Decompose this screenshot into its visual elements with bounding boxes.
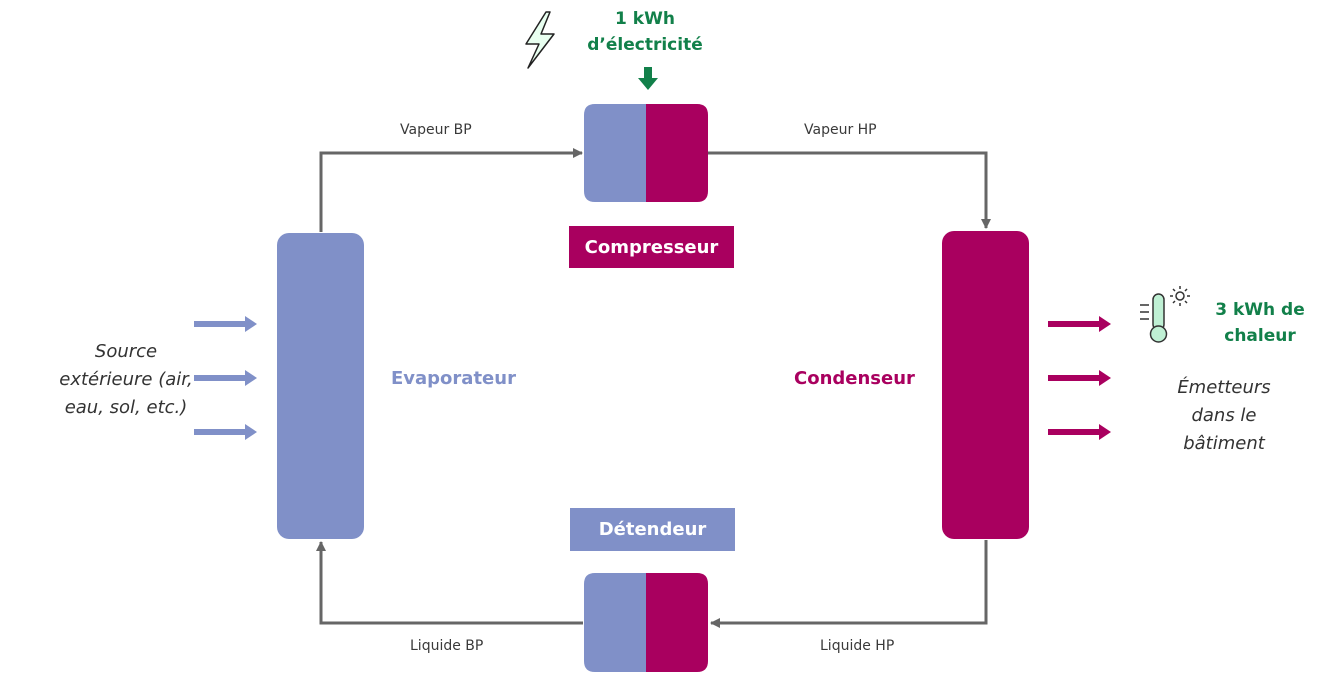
expansion-valve-block <box>584 573 708 672</box>
flow-label-liquid-lp: Liquide BP <box>410 638 484 654</box>
source-arrows <box>194 316 257 440</box>
condenser-label: Condenseur <box>794 368 915 389</box>
energy-input-label: 1 kWh d’électricité <box>570 6 720 58</box>
source-label: Source extérieure (air, eau, sol, etc.) <box>40 338 212 422</box>
energy-input-line2: d’électricité <box>587 35 703 55</box>
flow-label-liquid-hp: Liquide HP <box>820 638 895 654</box>
expansion-valve-tag: Détendeur <box>570 508 735 551</box>
energy-input-arrow <box>638 67 658 90</box>
emitters-line1: Émetteurs <box>1177 377 1271 398</box>
compressor-block <box>584 104 708 202</box>
condenser-block <box>942 231 1029 539</box>
pipe-liquid-hp <box>710 540 988 628</box>
evaporator-label: Evaporateur <box>391 368 516 389</box>
source-line3: eau, sol, etc.) <box>64 397 188 418</box>
flow-label-vapor-lp: Vapeur BP <box>400 122 472 138</box>
heat-output-label: 3 kWh de chaleur <box>1195 297 1325 349</box>
evaporator-block <box>277 233 364 539</box>
emitters-label: Émetteurs dans le bâtiment <box>1150 374 1298 458</box>
pipe-liquid-lp <box>316 541 583 625</box>
emitters-line3: bâtiment <box>1183 433 1265 454</box>
emitters-line2: dans le <box>1191 405 1257 426</box>
compressor-tag: Compresseur <box>569 226 734 268</box>
heat-output-arrows <box>1048 316 1111 440</box>
source-line2: extérieure (air, <box>59 369 193 390</box>
heat-output-line1: 3 kWh de <box>1215 300 1305 320</box>
pipe-vapor-hp <box>708 151 991 229</box>
thermometer-sun-icon <box>1140 286 1190 343</box>
flow-label-vapor-hp: Vapeur HP <box>804 122 877 138</box>
pipe-vapor-lp <box>319 148 583 232</box>
source-line1: Source <box>94 341 158 362</box>
energy-input-line1: 1 kWh <box>615 9 675 29</box>
lightning-icon <box>525 11 555 69</box>
heat-output-line2: chaleur <box>1224 326 1296 346</box>
